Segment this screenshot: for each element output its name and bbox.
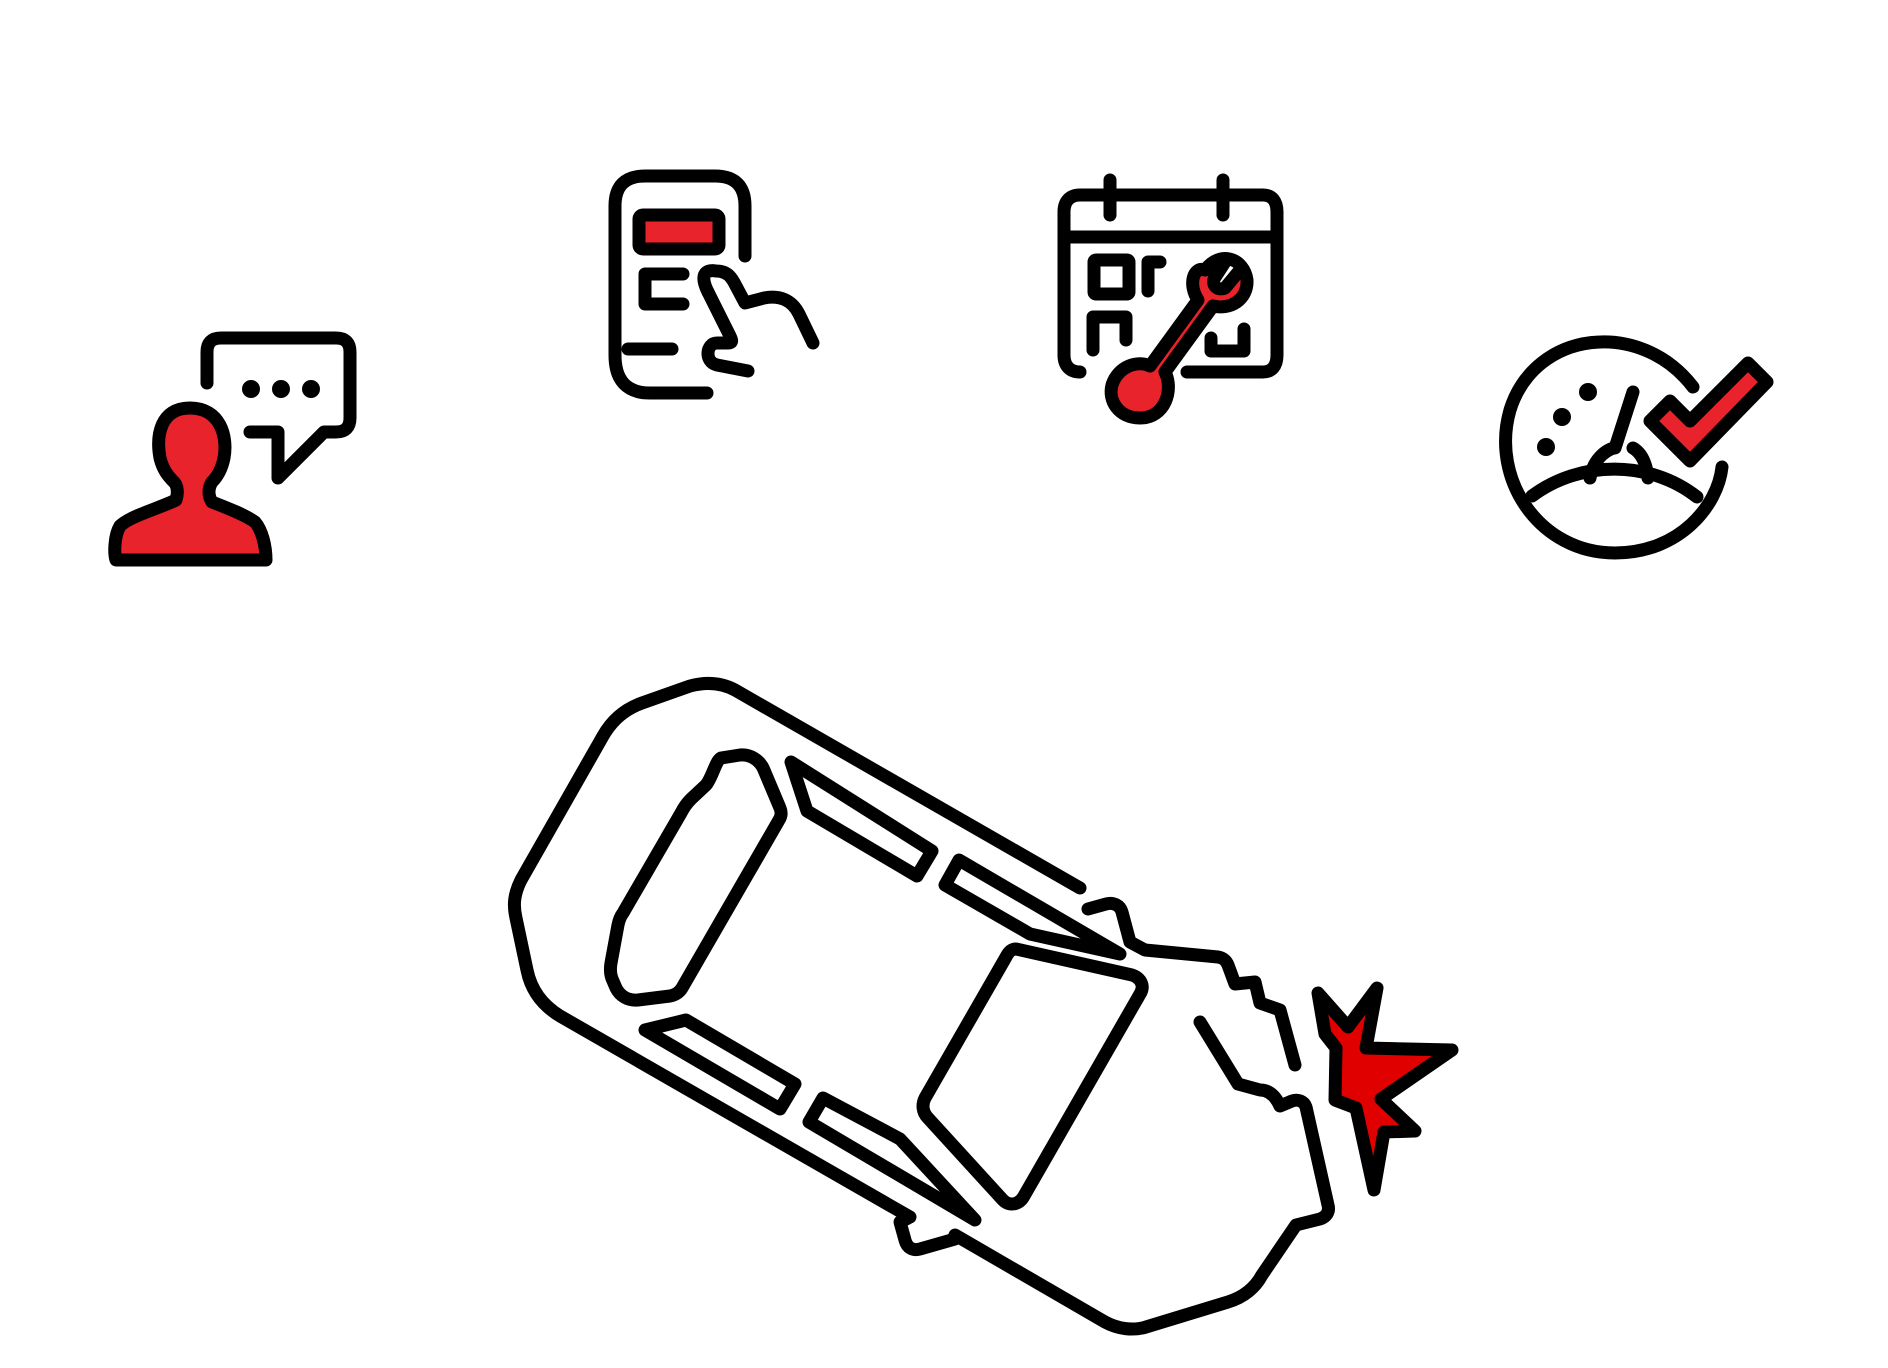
customer-chat-icon <box>108 331 357 567</box>
check-mark <box>1643 356 1774 468</box>
wrench <box>1104 252 1254 425</box>
impact-burst <box>1311 981 1459 1197</box>
mobile-form-tap-icon <box>608 169 820 400</box>
person-silhouette <box>108 401 273 567</box>
form-header-bar <box>632 208 726 256</box>
calendar-repair-icon <box>1057 173 1284 425</box>
windshield <box>916 942 1149 1211</box>
speedometer-check-icon <box>1499 335 1774 560</box>
car-crash-icon <box>507 676 1459 1336</box>
car-body-outline <box>507 676 1087 1224</box>
rear-window <box>603 748 788 1007</box>
